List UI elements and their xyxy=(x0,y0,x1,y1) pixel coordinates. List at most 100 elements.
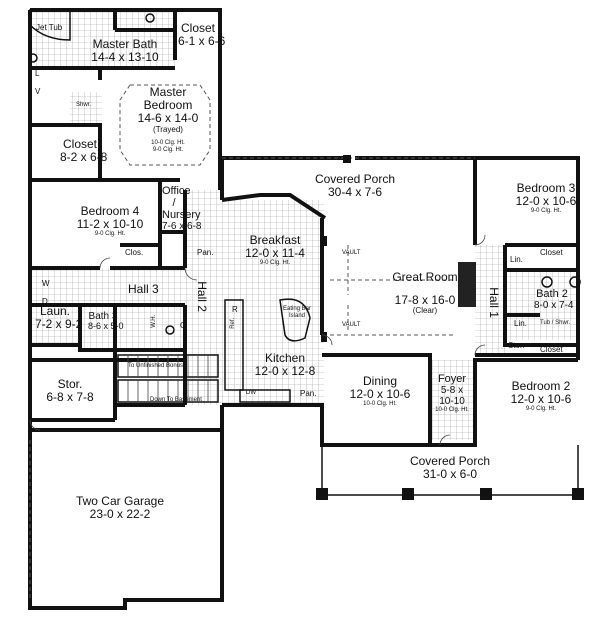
garage-name: Two Car Garage xyxy=(75,494,165,508)
great-room-dims: 17-8 x 16-0 xyxy=(394,293,456,308)
bath3-label: Bath 3 8-6 x 5-0 xyxy=(88,311,124,332)
front-porch-dims: 31-0 x 6-0 xyxy=(422,467,478,482)
master-walls xyxy=(30,10,222,182)
kitchen-label: Kitchen 12-0 x 12-8 xyxy=(250,351,320,379)
rear-porch-dims: 30-4 x 7-6 xyxy=(327,185,383,200)
closet-mb-label: Closet 8-2 x 6-8 xyxy=(60,137,108,165)
front-porch-name: Covered Porch xyxy=(409,454,491,468)
bedroom3-ceil: 9-0 Clg. Ht. xyxy=(530,208,562,215)
shower-floor xyxy=(70,92,102,124)
vanity-label: V xyxy=(35,87,41,96)
front-porch-label: Covered Porch 31-0 x 6-0 xyxy=(395,454,505,482)
bedroom3-dims: 12-0 x 10-6 xyxy=(515,194,577,209)
master-bath-name: Master Bath xyxy=(92,37,158,51)
great-room-name: Great Room xyxy=(392,270,458,284)
bedroom4-walls xyxy=(28,180,185,270)
bedroom4-label: Bedroom 4 11-2 x 10-10 9-0 Clg. Ht. xyxy=(70,204,150,238)
bath2-name: Bath 2 xyxy=(536,288,568,300)
lin-top-label: Lin. xyxy=(510,255,523,264)
bedroom3-label: Bedroom 3 12-0 x 10-6 9-0 Clg. Ht. xyxy=(510,181,582,215)
tray-ceiling-outline xyxy=(119,84,211,166)
eating-bar-label: Eating Bar Island xyxy=(283,306,312,319)
bath3-dims: 8-6 x 5-0 xyxy=(88,321,124,331)
master-bedroom-dims: 14-6 x 14-0 xyxy=(137,111,199,126)
dishwasher-label: DW xyxy=(246,390,256,396)
front-porch xyxy=(316,445,584,500)
bedroom4-name: Bedroom 4 xyxy=(80,204,140,218)
stor-name: Stor. xyxy=(57,377,83,391)
to-basement-label: Down To Basement xyxy=(150,397,202,403)
closet-top-name: Closet xyxy=(180,21,215,35)
pan-top-label: Pan. xyxy=(197,248,214,257)
stor-small-label: Stor. xyxy=(508,341,525,350)
bedroom2-name: Bedroom 2 xyxy=(511,379,571,393)
foyer-name: Foyer xyxy=(437,373,467,385)
laundry-label: Laun. 7-2 x 9-2 xyxy=(35,304,83,332)
tub-shower-label: Tub / Shwr. xyxy=(540,320,571,326)
breakfast-dims: 12-0 x 11-4 xyxy=(245,246,305,261)
bedroom3-name: Bedroom 3 xyxy=(516,181,576,195)
closet-b2-label: Closet xyxy=(540,345,563,354)
jet-tub-label: Jet Tub xyxy=(36,23,63,32)
laundry-name: Laun. xyxy=(39,304,71,318)
washer-label: W xyxy=(42,279,50,288)
water-heater-label: W.H. xyxy=(151,314,158,328)
ref-label: Ref. xyxy=(230,317,237,329)
vault-bottom-label: VAULT xyxy=(342,322,361,328)
master-bedroom-ceil1: 10-0 Clg. Ht. xyxy=(151,140,185,147)
fireplace xyxy=(458,262,476,307)
hall2-label: Hall 2 xyxy=(194,281,209,312)
rear-porch-name: Covered Porch xyxy=(314,172,396,186)
bedroom4-ceil: 9-0 Clg. Ht. xyxy=(94,231,126,238)
stairs xyxy=(117,354,219,403)
breakfast-name: Breakfast xyxy=(249,233,301,247)
clos-small-label: Clos. xyxy=(125,248,144,257)
hall1-floor xyxy=(475,245,505,355)
office-dims: 7-6 x 6-8 xyxy=(162,221,202,233)
foyer-ceil: 10-0 Clg. Ht. xyxy=(435,407,469,414)
door-swings xyxy=(29,234,486,446)
stor-label: Stor. 6-8 x 7-8 xyxy=(40,377,100,405)
jet-tub xyxy=(29,9,71,41)
kitchen-island xyxy=(279,298,311,342)
kitchen-dims: 12-0 x 12-8 xyxy=(254,364,316,379)
dining-ceil: 10-0 Clg. Ht. xyxy=(363,401,397,408)
laundry-dims: 7-2 x 9-2 xyxy=(35,317,83,332)
great-room-walls xyxy=(320,158,578,445)
breakfast-ceil: 9-0 Clg. Ht. xyxy=(259,260,291,267)
dining-label: Dining 12-0 x 10-6 10-0 Clg. Ht. xyxy=(345,374,415,408)
bath2-dims: 8-0 x 7-4 xyxy=(534,300,574,312)
hall-floor xyxy=(185,190,222,405)
office-name: Office / Nursery xyxy=(162,185,201,222)
pan-kitchen-label: Pan. xyxy=(300,389,317,398)
foyer-floor xyxy=(430,360,475,440)
office-label: Office / Nursery 7-6 x 6-8 xyxy=(162,185,202,233)
stor-dims: 6-8 x 7-8 xyxy=(46,390,94,405)
cabinet-label: C xyxy=(180,321,186,330)
great-room-note: (Clear) xyxy=(412,306,438,316)
master-bedroom-note: (Trayed) xyxy=(153,124,183,134)
vault-top-label: VAULT xyxy=(342,250,361,256)
bedroom4-dims: 11-2 x 10-10 xyxy=(76,217,144,232)
dryer-label: D xyxy=(42,297,48,306)
bath3-name: Bath 3 xyxy=(88,311,118,322)
lin-bottom-label: Lin. xyxy=(514,319,527,328)
breakfast-label: Breakfast 12-0 x 11-4 9-0 Clg. Ht. xyxy=(240,233,310,267)
closet-mb-name: Closet xyxy=(62,137,97,151)
bath2-label: Bath 2 8-0 x 7-4 xyxy=(534,288,574,312)
closet-mb-dims: 8-2 x 6-8 xyxy=(60,150,108,165)
bedroom2-ceil: 9-0 Clg. Ht. xyxy=(525,406,557,413)
foyer-dims: 5-8 x 10-10 xyxy=(439,385,465,408)
master-bedroom-name: Master Bedroom xyxy=(143,85,193,113)
range-label: R xyxy=(232,305,238,314)
master-bath-dims: 14-4 x 13-10 xyxy=(91,50,159,65)
closet-top-dims: 6-1 x 6-6 xyxy=(178,34,226,49)
rear-porch-label: Covered Porch 30-4 x 7-6 xyxy=(300,172,410,200)
master-bath-label: Master Bath 14-4 x 13-10 xyxy=(70,37,180,65)
foyer-label: Foyer 5-8 x 10-10 10-0 Clg. Ht. xyxy=(432,373,472,414)
bedroom2-label: Bedroom 2 12-0 x 10-6 9-0 Clg. Ht. xyxy=(505,379,577,413)
master-bedroom-ceil2: 9-0 Clg. Ht. xyxy=(152,146,184,153)
shower-label: Shwr. xyxy=(76,102,92,108)
garage-dims: 23-0 x 22-2 xyxy=(89,507,151,522)
